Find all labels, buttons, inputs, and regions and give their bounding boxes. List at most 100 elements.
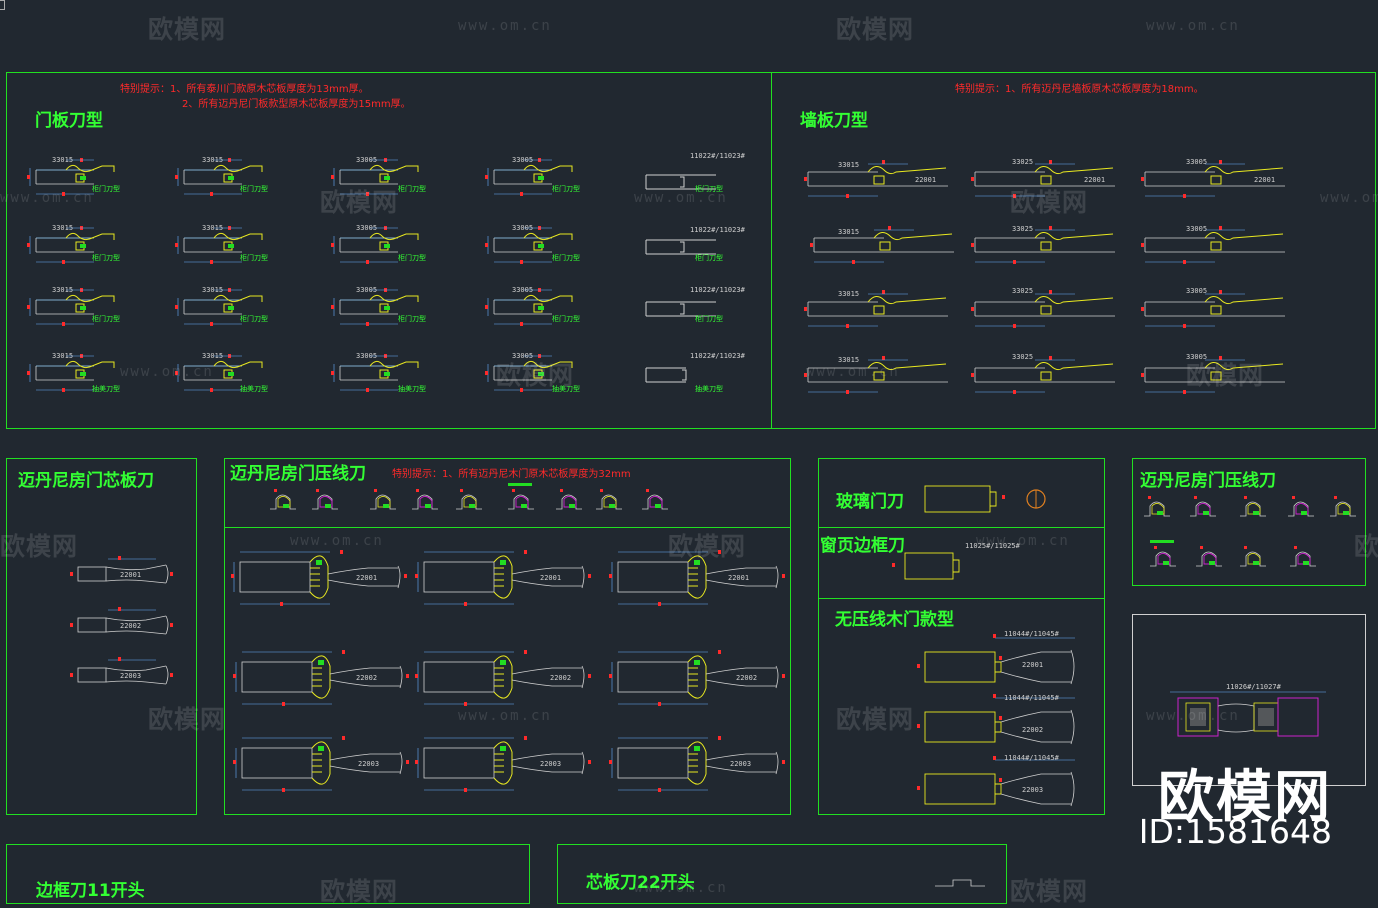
press-code-label: 22002 — [356, 674, 377, 682]
watermark-url: www.om.cn — [806, 364, 900, 380]
code-label: 33025 — [1012, 287, 1033, 295]
code-label: 33015 — [52, 286, 73, 294]
code-label: 33015 — [202, 224, 223, 232]
door-panel-title: 门板刀型 — [35, 111, 103, 131]
code-label: 33015 — [202, 352, 223, 360]
code-label: 33025 — [1012, 225, 1033, 233]
watermark-text: 欧模网 — [320, 877, 399, 906]
watermark-url: www.om.cn — [290, 533, 384, 549]
press-code-label: 22001 — [356, 574, 377, 582]
code-label: 33015 — [838, 161, 859, 169]
watermark-text: 欧模网 — [148, 705, 227, 734]
brand-logo: 欧模网 — [1158, 765, 1332, 830]
press-code-label: 22001 — [728, 574, 749, 582]
watermark-text: 欧模网 — [1010, 877, 1089, 906]
corner-marker — [0, 0, 5, 10]
watermark-text: 欧模网 — [1186, 361, 1265, 390]
press-code-label: 22003 — [1022, 786, 1043, 794]
no-press-code-label: 11044#/11045# — [1004, 754, 1060, 762]
code-label: 22001 — [1254, 176, 1275, 184]
press-code-label: 22003 — [730, 760, 751, 768]
code-label: 33005 — [356, 224, 377, 232]
drawer-knife-label: 抽美刀型 — [92, 384, 120, 393]
cabinet-knife-label: 柜门刀型 — [552, 314, 580, 323]
code-label: 33025 — [1012, 353, 1033, 361]
code-label: 33005 — [1186, 353, 1207, 361]
maidanni-press-note: 特别提示：1、所有迈丹尼木门原木芯板厚度为32mm — [392, 469, 631, 480]
code-label: 33015 — [202, 156, 223, 164]
cabinet-knife-label: 柜门刀型 — [92, 314, 120, 323]
code-label: 33005 — [356, 286, 377, 294]
brand-id: ID:1581648 — [1138, 812, 1332, 851]
watermark-url: www.om.cn — [634, 880, 728, 896]
watermark-text: 欧模网 — [836, 705, 915, 734]
drawer-knife-label: 抽美刀型 — [552, 384, 580, 393]
cabinet-knife-label: 柜门刀型 — [695, 314, 723, 323]
maidanni-press-title: 迈丹尼房门压线刀 — [230, 464, 366, 484]
no-press-door-frame — [818, 598, 1105, 815]
watermark-text: 欧模网 — [0, 532, 79, 561]
code-label: 33015 — [838, 356, 859, 364]
watermark-url: www.om.cn — [1320, 190, 1378, 206]
cabinet-knife-label: 柜门刀型 — [398, 253, 426, 262]
drawer-knife-label: 抽美刀型 — [240, 384, 268, 393]
maidanni-core-frame — [6, 458, 197, 815]
code-label: 33005 — [1186, 287, 1207, 295]
glass-door-title: 玻璃门刀 — [836, 492, 904, 512]
code-label: 11022#/11023# — [690, 226, 746, 234]
door-panel-note-2: 2、所有迈丹尼门板款型原木芯板厚度为15mm厚。 — [182, 99, 411, 110]
code-label: 33015 — [52, 156, 73, 164]
press-code-label: 22001 — [1022, 661, 1043, 669]
maidanni-core-title: 迈丹尼房门芯板刀 — [18, 471, 154, 491]
wall-panel-note: 特别提示：1、所有迈丹尼墙板原木芯板厚度为18mm。 — [955, 84, 1204, 95]
watermark-text: 欧模网 — [320, 188, 399, 217]
window-frame-title: 窗页边框刀 — [820, 536, 905, 556]
code-label: 11022#/11023# — [690, 352, 746, 360]
wall-panel-title: 墙板刀型 — [800, 111, 868, 131]
code-label: 33015 — [52, 352, 73, 360]
press-code-label: 22002 — [1022, 726, 1043, 734]
watermark-url: www.om.cn — [458, 708, 552, 724]
no-press-code-label: 11044#/11045# — [1004, 694, 1060, 702]
core-code-label: 22003 — [120, 672, 141, 680]
core-code-label: 22002 — [120, 622, 141, 630]
code-label: 33005 — [512, 156, 533, 164]
watermark-url: www.om.cn — [976, 533, 1070, 549]
code-label: 33015 — [52, 224, 73, 232]
code-label: 22001 — [915, 176, 936, 184]
cabinet-knife-label: 柜门刀型 — [240, 253, 268, 262]
maidanni-press-right-title: 迈丹尼房门压线刀 — [1140, 471, 1276, 491]
no-press-code-label: 11044#/11045# — [1004, 630, 1060, 638]
watermark-url: www.om.cn — [1146, 18, 1240, 34]
code-label: 33015 — [202, 286, 223, 294]
maidanni-press-subheader — [224, 458, 791, 528]
core-code-label: 22001 — [120, 571, 141, 579]
no-press-door-title: 无压线木门款型 — [835, 610, 954, 630]
press-code-label: 22003 — [540, 760, 561, 768]
door-panel-note-1: 特别提示：1、所有泰川门款原木芯板厚度为13mm厚。 — [120, 84, 369, 95]
watermark-text: 欧模网 — [668, 532, 747, 561]
press-code-label: 22003 — [358, 760, 379, 768]
press-code-label: 22001 — [540, 574, 561, 582]
cabinet-knife-label: 柜门刀型 — [398, 314, 426, 323]
watermark-url: www.om.cn — [120, 364, 214, 380]
cabinet-knife-label: 柜门刀型 — [552, 184, 580, 193]
code-label: 11022#/11023# — [690, 152, 746, 160]
press-code-label: 22002 — [736, 674, 757, 682]
drawer-knife-label: 抽美刀型 — [695, 384, 723, 393]
code-label: 33005 — [1186, 225, 1207, 233]
code-label: 11022#/11023# — [690, 286, 746, 294]
code-label: 33005 — [1186, 158, 1207, 166]
detail-code-label: 11026#/11027# — [1226, 683, 1282, 691]
watermark-text: 欧模网 — [496, 361, 575, 390]
code-label: 33005 — [356, 156, 377, 164]
code-label: 33005 — [512, 352, 533, 360]
watermark-text: 欧模网 — [1354, 532, 1378, 561]
maidanni-press-right-frame — [1132, 458, 1366, 586]
watermark-url: www.om.cn — [1146, 708, 1240, 724]
code-label: 33005 — [356, 352, 377, 360]
code-label: 22001 — [1084, 176, 1105, 184]
code-label: 33005 — [512, 286, 533, 294]
detail-box-frame — [1132, 614, 1366, 786]
cabinet-knife-label: 柜门刀型 — [695, 253, 723, 262]
